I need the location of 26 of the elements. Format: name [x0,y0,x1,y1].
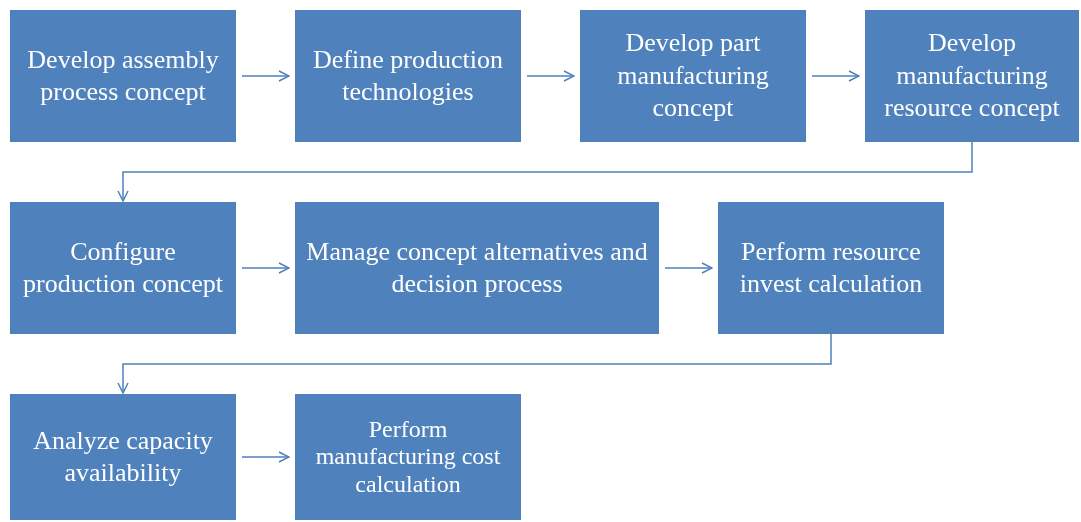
step-label: Develop manufacturing resource concept [883,27,1061,125]
step-label: Develop assembly process concept [26,43,220,108]
step-label: Manage concept alternatives and decision process [305,235,649,300]
arrow [811,70,860,82]
step-label: Perform resource invest calculation [738,235,924,300]
process-box [865,10,1079,142]
process-box [10,10,236,142]
step-label: Configure production concept [22,235,224,300]
process-box [580,10,806,142]
process-box [718,202,944,334]
process-box [10,394,236,520]
process-box [295,202,659,334]
arrow [241,70,290,82]
process-box [295,394,521,520]
arrow [117,141,973,202]
process-box [295,10,521,142]
arrow [241,451,290,463]
step-label: Analyze capacity availability [32,424,214,489]
arrow [241,262,290,274]
step-label: Develop part manufacturing concept [616,27,770,125]
arrow [664,262,713,274]
arrow [526,70,575,82]
process-box [10,202,236,334]
arrow [117,333,832,394]
step-label: Perform manufacturing cost calculation [314,415,502,499]
step-label: Define production technologies [312,43,504,108]
